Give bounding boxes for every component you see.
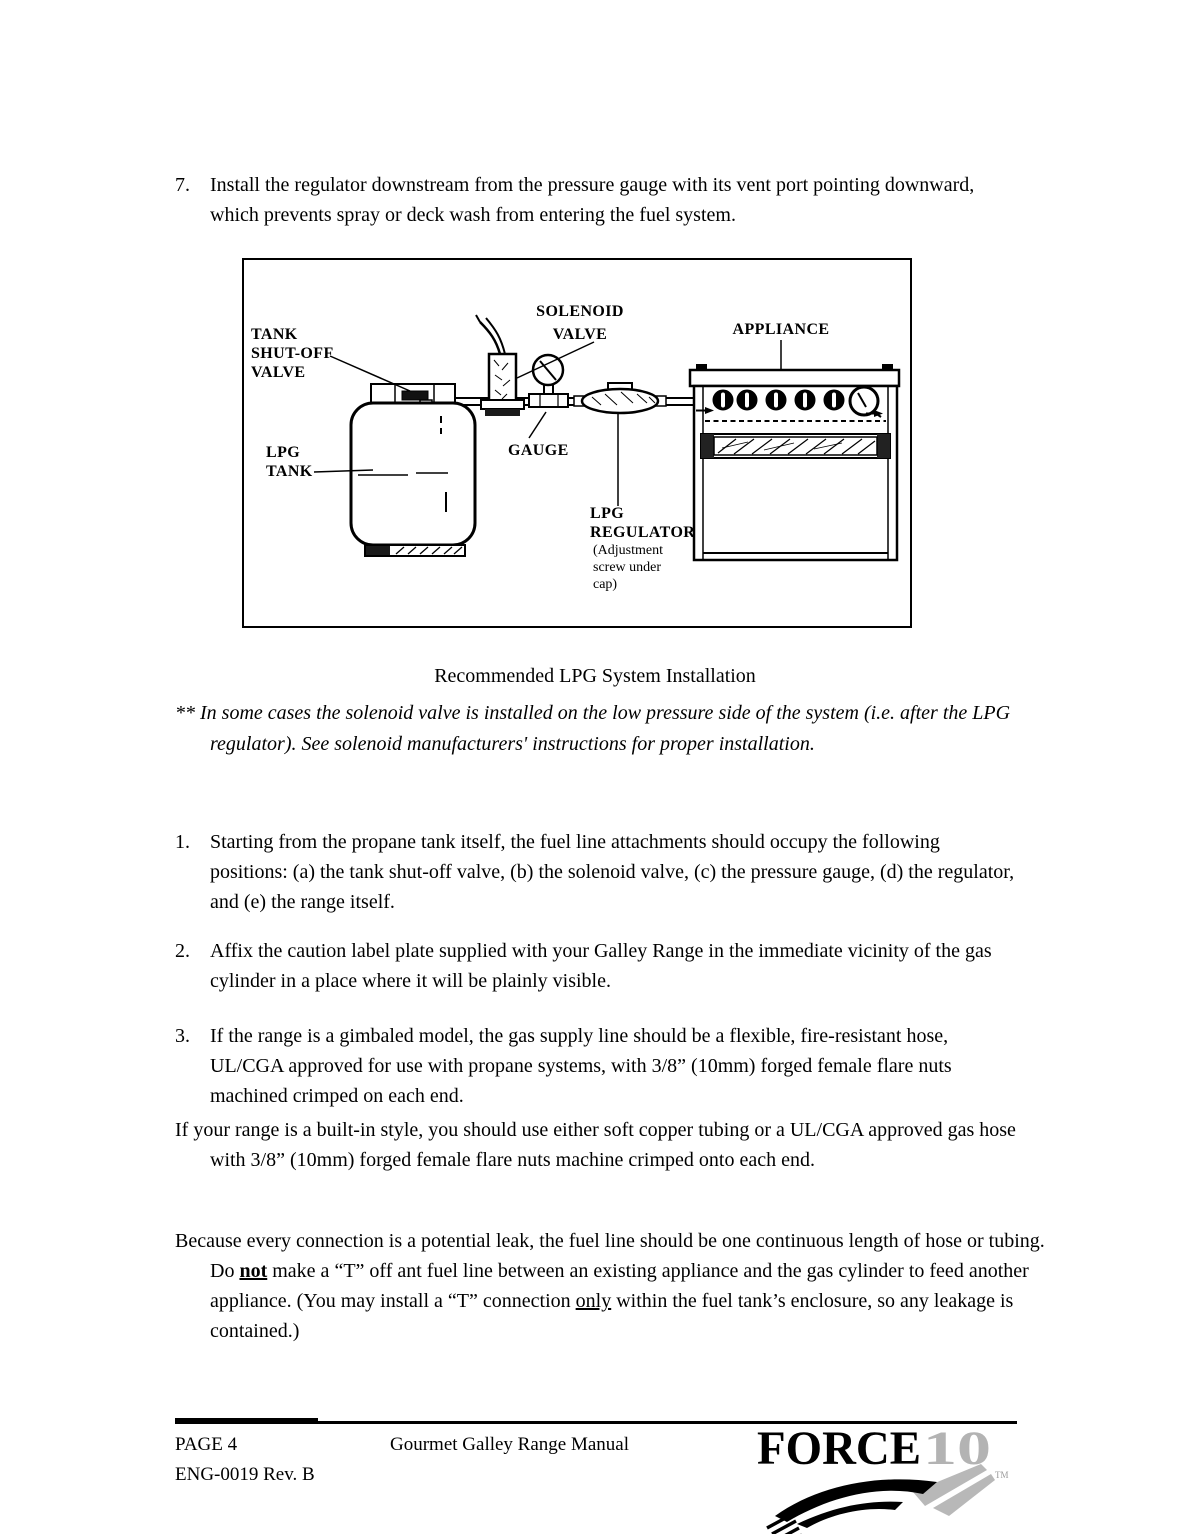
list-number: 1. [175, 831, 190, 853]
burner-knobs [712, 389, 845, 411]
lpg-tank-graphic [349, 383, 477, 557]
range-dial [848, 385, 880, 417]
paragraph-segment-bold-underline: not [239, 1260, 268, 1282]
footer-page-number: PAGE 4 [175, 1434, 238, 1455]
lpg-regulator-graphic [573, 382, 667, 415]
list-item-2: 2. Affix the caution label plate supplie… [175, 936, 1020, 996]
solenoid-note: ** In some cases the solenoid valve is i… [175, 702, 1011, 755]
footer-rule [175, 1421, 1017, 1424]
footer-rule-thick-segment [175, 1418, 318, 1424]
svg-text:TANK: TANK [266, 463, 313, 480]
list-item-text: Install the regulator downstream from th… [210, 174, 975, 226]
list-item-1: 1. Starting from the propane tank itself… [175, 827, 1020, 917]
paragraph-segment: Because every connection is a potential … [175, 1230, 1045, 1282]
svg-text:SHUT-OFF: SHUT-OFF [251, 345, 334, 362]
list-item-text: Starting from the propane tank itself, t… [210, 831, 1015, 913]
paragraph-segment: make a “T” off ant fuel line between an … [210, 1260, 1029, 1312]
oven-handle [700, 433, 891, 459]
lpg-system-diagram: TANK SHUT-OFF VALVE SOLENOID VALVE APPLI… [242, 258, 912, 628]
paragraph-no-tee: Because every connection is a potential … [175, 1226, 1048, 1346]
figure-caption: Recommended LPG System Installation [434, 665, 756, 687]
appliance-graphic [688, 364, 901, 562]
label-regulator-note: (Adjustment [593, 543, 663, 558]
svg-text:VALVE: VALVE [251, 364, 305, 381]
force10-logo-svg: FORCE 10 TM [757, 1422, 1009, 1540]
force10-logo: FORCE 10 TM [757, 1422, 1014, 1540]
list-number: 3. [175, 1025, 190, 1047]
label-appliance: APPLIANCE [733, 321, 830, 338]
logo-swoosh [766, 1464, 995, 1540]
list-number: 7. [175, 174, 190, 196]
pressure-gauge-graphic [528, 353, 569, 408]
footer-manual-title: Gourmet Galley Range Manual [390, 1434, 630, 1455]
list-item-7: 7. Install the regulator downstream from… [175, 170, 1020, 230]
logo-tm-text: TM [995, 1470, 1009, 1480]
paragraph-segment-underline: only [575, 1290, 612, 1312]
list-item-3: 3. If the range is a gimbaled model, the… [175, 1021, 1020, 1111]
label-lpg-regulator: LPG [590, 505, 624, 522]
label-gauge: GAUGE [508, 442, 569, 459]
footer-doc-code: ENG-0019 Rev. B [175, 1464, 315, 1485]
svg-text:VALVE: VALVE [553, 326, 607, 343]
svg-text:cap): cap) [593, 577, 617, 592]
leader-lines [313, 340, 782, 506]
diagram-svg: TANK SHUT-OFF VALVE SOLENOID VALVE APPLI… [251, 303, 901, 592]
list-item-text: Affix the caution label plate supplied w… [210, 940, 992, 992]
solenoid-valve-graphic [475, 314, 525, 416]
paragraph-built-in: If your range is a built-in style, you s… [175, 1119, 1016, 1171]
paragraph-segment: within the fuel tank’s enclosure, so any… [210, 1290, 1014, 1342]
list-item-text: If the range is a gimbaled model, the ga… [210, 1025, 952, 1107]
label-tank-shutoff: TANK [251, 326, 298, 343]
svg-text:REGULATOR: REGULATOR [590, 524, 695, 541]
label-solenoid-valve: SOLENOID [536, 303, 624, 320]
logo-force-text: FORCE [757, 1424, 921, 1475]
footer-left: PAGE 4 ENG-0019 Rev. B [175, 1430, 315, 1490]
list-number: 2. [175, 940, 190, 962]
svg-text:screw under: screw under [593, 560, 661, 575]
label-lpg-tank: LPG [266, 444, 300, 461]
